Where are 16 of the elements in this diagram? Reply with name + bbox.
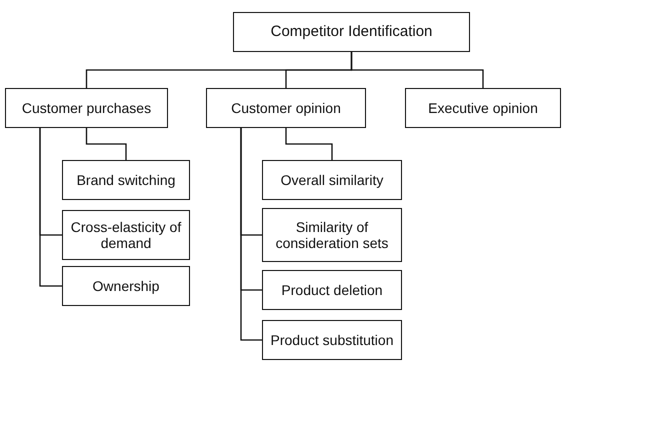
label-box: Executive opinion [405,88,561,128]
label-box: Product deletion [262,270,402,310]
label-box: Brand switching [62,160,190,200]
label-box: Competitor Identification [233,12,470,52]
connector-line [350,52,484,88]
connector-line [285,128,333,160]
label-box: Customer purchases [5,88,168,128]
connector-line [86,128,127,160]
label-box: Ownership [62,266,190,306]
label-box: Product substitution [262,320,402,360]
label-box: Cross-elasticity of demand [62,210,190,260]
connector-line [240,128,262,341]
connector-line [39,128,62,287]
label-box: Similarity of consideration sets [262,208,402,262]
label-box: Overall similarity [262,160,402,200]
label-box: Customer opinion [206,88,366,128]
